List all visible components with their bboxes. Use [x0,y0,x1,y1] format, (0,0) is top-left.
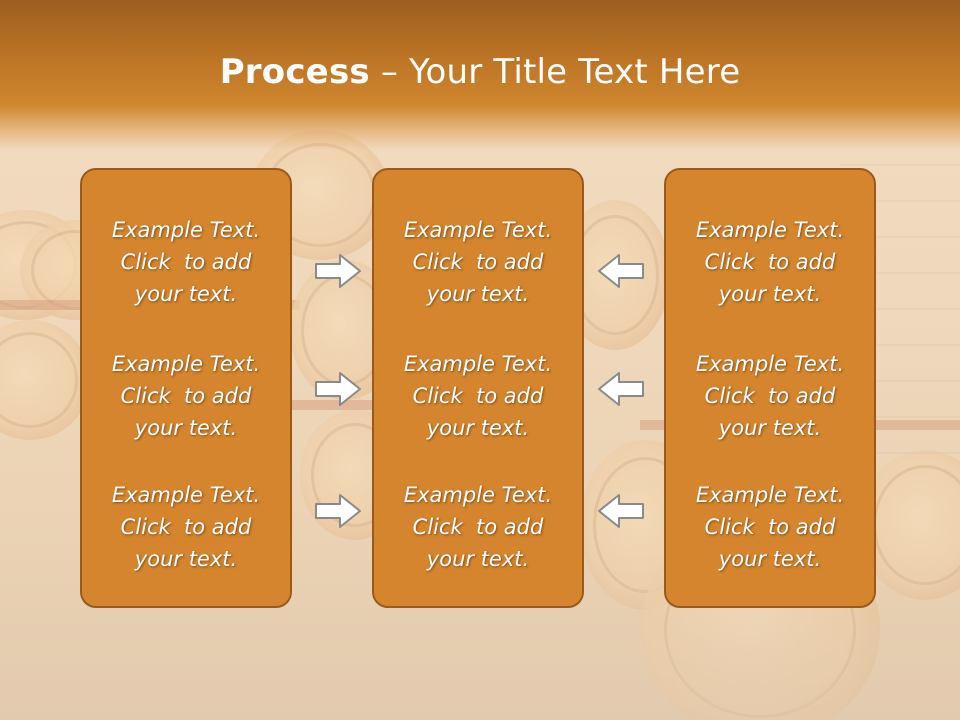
text-block[interactable]: Example Text. Click to add your text. [666,479,874,575]
arrow-right-icon [315,494,361,528]
process-box-right[interactable]: Example Text. Click to add your text. Ex… [664,168,876,608]
text-line: Example Text. [695,218,845,242]
text-line: Click to add [412,250,544,274]
text-line: Click to add [412,384,544,408]
title-bold: Process [219,52,370,92]
text-line: Click to add [704,515,836,539]
arrow-left-icon [598,372,644,406]
text-line: Click to add [704,384,836,408]
text-line: Example Text. [695,352,845,376]
arrow-left-icon [598,494,644,528]
text-line: your text. [718,416,822,440]
text-line: your text. [718,547,822,571]
text-block[interactable]: Example Text. Click to add your text. [666,348,874,444]
text-line: your text. [134,547,238,571]
text-line: Example Text. [111,218,261,242]
text-line: Click to add [704,250,836,274]
text-line: Example Text. [111,483,261,507]
text-line: your text. [134,282,238,306]
text-line: your text. [426,547,530,571]
arrow-left-icon [598,254,644,288]
text-line: your text. [426,282,530,306]
text-line: Click to add [120,384,252,408]
slide-title[interactable]: Process – Your Title Text Here [0,52,960,92]
process-box-left[interactable]: Example Text. Click to add your text. Ex… [80,168,292,608]
arrow-right-icon [315,372,361,406]
text-line: your text. [426,416,530,440]
text-line: Click to add [120,515,252,539]
text-line: Example Text. [111,352,261,376]
text-block[interactable]: Example Text. Click to add your text. [374,479,582,575]
title-rest: – Your Title Text Here [369,52,741,92]
text-block[interactable]: Example Text. Click to add your text. [374,348,582,444]
text-line: Example Text. [403,483,553,507]
text-line: your text. [718,282,822,306]
text-block[interactable]: Example Text. Click to add your text. [82,214,290,310]
text-line: your text. [134,416,238,440]
text-block[interactable]: Example Text. Click to add your text. [82,348,290,444]
title-bar [0,0,960,150]
process-box-center[interactable]: Example Text. Click to add your text. Ex… [372,168,584,608]
text-block[interactable]: Example Text. Click to add your text. [82,479,290,575]
text-line: Example Text. [403,218,553,242]
text-block[interactable]: Example Text. Click to add your text. [666,214,874,310]
arrow-right-icon [315,254,361,288]
text-block[interactable]: Example Text. Click to add your text. [374,214,582,310]
text-line: Example Text. [403,352,553,376]
text-line: Click to add [412,515,544,539]
text-line: Example Text. [695,483,845,507]
text-line: Click to add [120,250,252,274]
